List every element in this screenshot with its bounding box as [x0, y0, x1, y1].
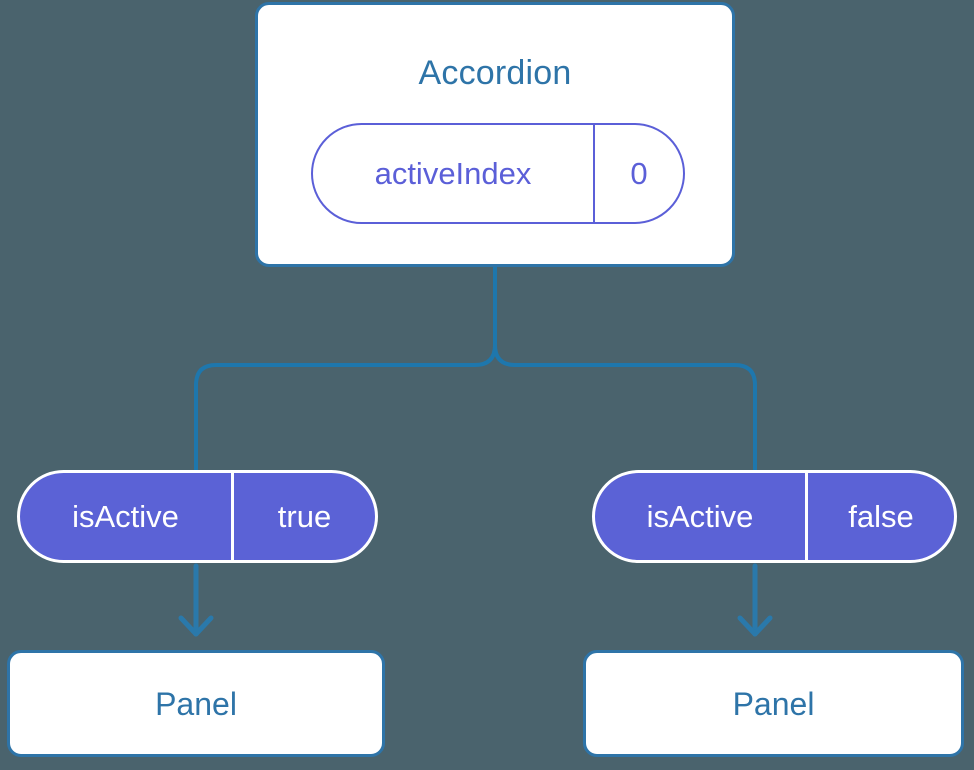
panel-component-card-right[interactable]: Panel: [583, 650, 964, 757]
accordion-state-key: activeIndex: [313, 125, 595, 222]
prop-pill-is-active-false[interactable]: isActive false: [592, 470, 957, 563]
edge-accordion-to-branch-right: [493, 343, 757, 472]
prop-pill-left-value: true: [277, 498, 332, 534]
prop-pill-left-key: isActive: [20, 473, 234, 560]
prop-pill-is-active-true[interactable]: isActive true: [17, 470, 378, 563]
panel-left-title: Panel: [155, 686, 237, 722]
accordion-state-value: 0: [630, 155, 648, 191]
panel-component-card-left[interactable]: Panel: [7, 650, 385, 757]
prop-pill-right-value: false: [848, 498, 914, 534]
prop-pill-right-key: isActive: [595, 473, 808, 560]
edge-accordion-to-branches: [194, 265, 497, 472]
accordion-component-card[interactable]: Accordion activeIndex 0: [255, 2, 735, 267]
arrowhead-left-icon: [178, 615, 214, 637]
panel-right-title: Panel: [732, 686, 815, 722]
arrowhead-right-icon: [737, 615, 773, 637]
accordion-state-pill[interactable]: activeIndex 0: [311, 123, 685, 224]
accordion-title: Accordion: [418, 54, 572, 92]
